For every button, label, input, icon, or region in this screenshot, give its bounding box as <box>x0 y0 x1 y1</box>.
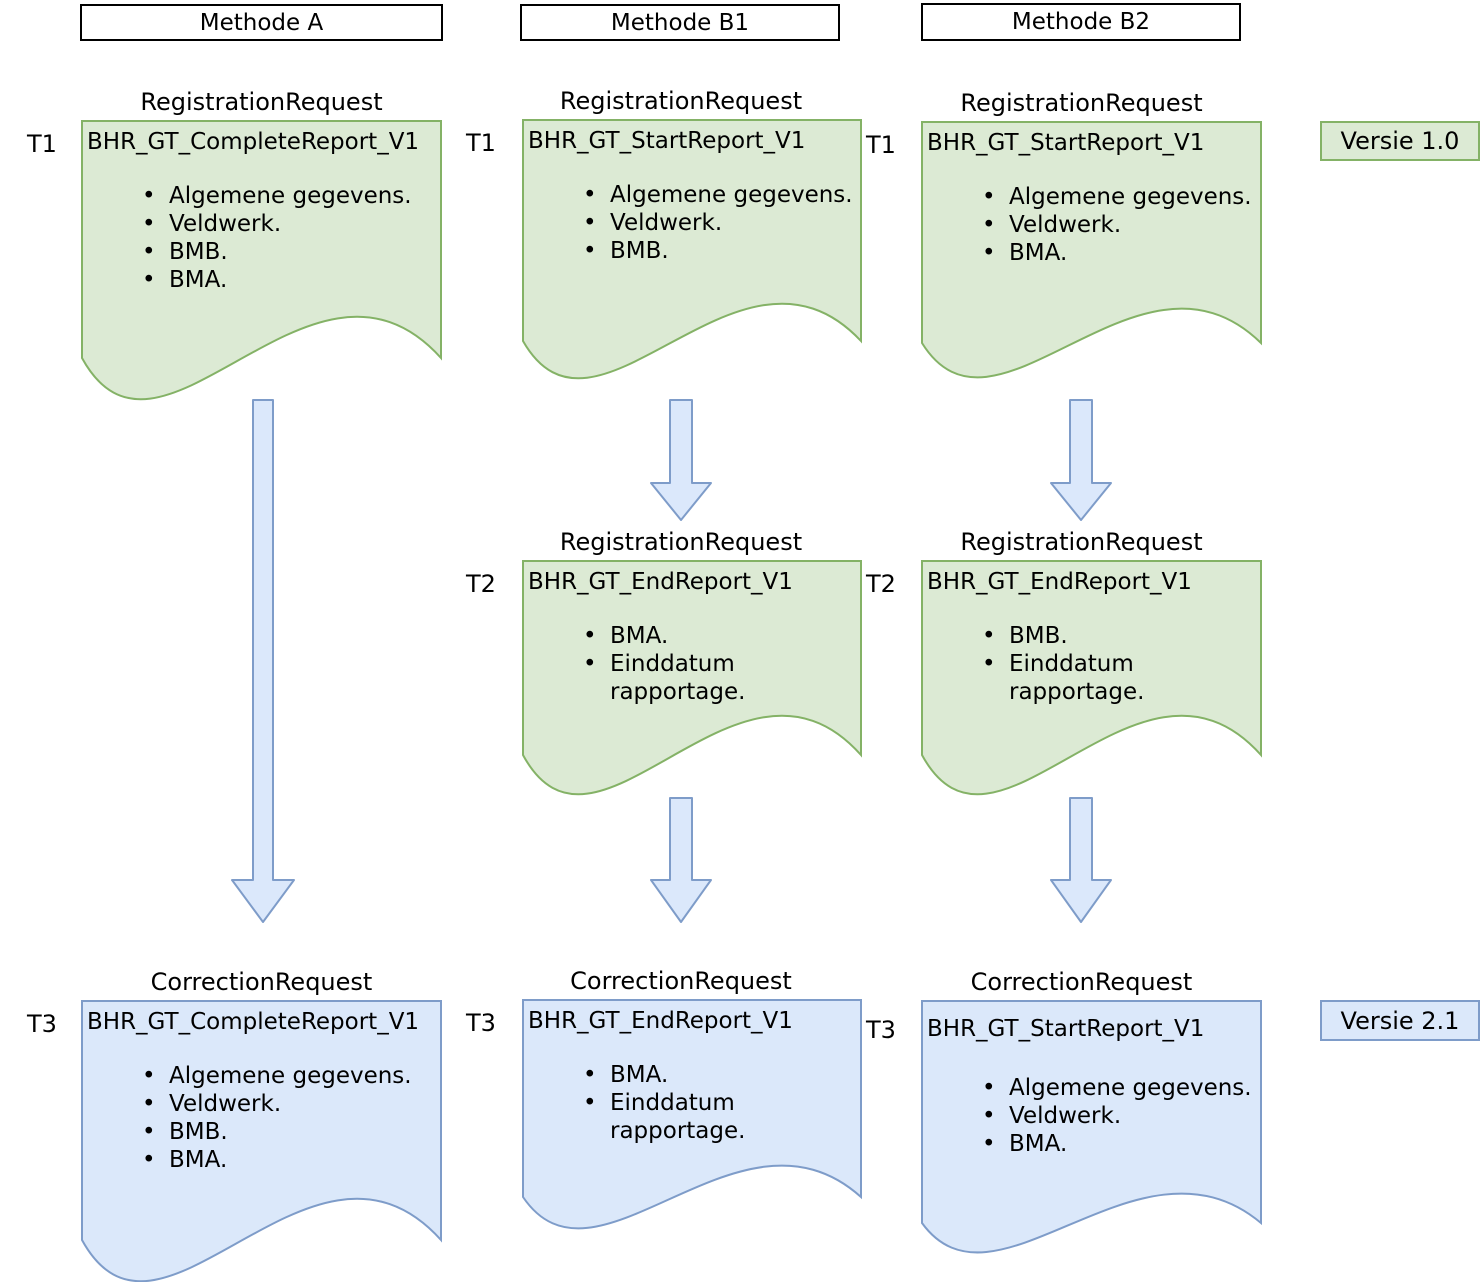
bullet-item: Algemene gegevens. <box>978 183 1252 211</box>
bullet-item: BMB. <box>138 1118 412 1146</box>
flow-arrow-a <box>231 399 295 923</box>
column-header-methode-b2: Methode B2 <box>921 3 1241 41</box>
bullet-item: BMB. <box>579 237 853 265</box>
document-b2-t3: CorrectionRequest T3 BHR_GT_StartReport_… <box>866 968 1262 1257</box>
request-type-label: CorrectionRequest <box>970 968 1193 996</box>
bullet-item: BMA. <box>138 266 412 294</box>
bullet-item: BMB. <box>138 238 412 266</box>
request-type-label: RegistrationRequest <box>559 528 803 556</box>
time-label: T2 <box>466 570 496 598</box>
document-title: BHR_GT_StartReport_V1 <box>927 1016 1205 1042</box>
bullet-item: Einddatum rapportage. <box>579 650 778 706</box>
bullet-item: Veldwerk. <box>978 211 1252 239</box>
bullet-item: Veldwerk. <box>138 210 412 238</box>
version-badge-2-1: Versie 2.1 <box>1320 1000 1480 1041</box>
bullet-item: Veldwerk. <box>138 1090 412 1118</box>
flow-arrow-b1-1 <box>650 399 712 521</box>
time-label: T1 <box>27 130 57 158</box>
bullet-item: BMA. <box>978 1130 1252 1158</box>
document-title: BHR_GT_StartReport_V1 <box>927 130 1205 156</box>
bullet-item: Algemene gegevens. <box>978 1074 1252 1102</box>
flow-arrow-b2-2 <box>1050 797 1112 923</box>
bullet-item: Veldwerk. <box>978 1102 1252 1130</box>
request-type-label: RegistrationRequest <box>960 89 1203 117</box>
document-title: BHR_GT_CompleteReport_V1 <box>87 129 420 155</box>
document-title: BHR_GT_StartReport_V1 <box>528 128 806 154</box>
request-type-label: RegistrationRequest <box>559 87 803 115</box>
document-bullets: Algemene gegevens. Veldwerk. BMA. <box>978 183 1252 267</box>
request-type-label: RegistrationRequest <box>140 88 383 116</box>
bullet-item: BMB. <box>978 622 1177 650</box>
document-b2-t1: RegistrationRequest T1 BHR_GT_StartRepor… <box>866 89 1262 382</box>
time-label: T3 <box>27 1010 57 1038</box>
bullet-item: Einddatum rapportage. <box>579 1089 778 1145</box>
document-a-t1: RegistrationRequest T1 BHR_GT_CompleteRe… <box>27 88 442 404</box>
document-bullets: Algemene gegevens. Veldwerk. BMB. BMA. <box>138 1062 412 1174</box>
document-bullets: BMA. Einddatum rapportage. <box>579 622 778 706</box>
document-b1-t3: CorrectionRequest T3 BHR_GT_EndReport_V1… <box>466 967 862 1233</box>
column-header-methode-a: Methode A <box>80 4 443 41</box>
document-bullets: Algemene gegevens. Veldwerk. BMB. BMA. <box>138 182 412 294</box>
time-label: T2 <box>866 570 896 598</box>
bullet-item: BMA. <box>579 622 778 650</box>
request-type-label: CorrectionRequest <box>150 968 373 996</box>
document-bullets: BMB. Einddatum rapportage. <box>978 622 1177 706</box>
document-bullets: Algemene gegevens. Veldwerk. BMA. <box>978 1074 1252 1158</box>
bullet-item: Einddatum rapportage. <box>978 650 1177 706</box>
time-label: T1 <box>466 129 496 157</box>
document-title: BHR_GT_EndReport_V1 <box>927 569 1192 595</box>
version-badge-1-0: Versie 1.0 <box>1320 121 1480 161</box>
document-b2-t2: RegistrationRequest T2 BHR_GT_EndReport_… <box>866 528 1262 799</box>
request-type-label: CorrectionRequest <box>570 967 792 995</box>
document-title: BHR_GT_CompleteReport_V1 <box>87 1009 420 1035</box>
bullet-item: Veldwerk. <box>579 209 853 237</box>
bullet-item: Algemene gegevens. <box>138 182 412 210</box>
bullet-item: Algemene gegevens. <box>138 1062 412 1090</box>
document-b1-t2: RegistrationRequest T2 BHR_GT_EndReport_… <box>466 528 862 799</box>
document-bullets: Algemene gegevens. Veldwerk. BMB. <box>579 181 853 265</box>
bullet-item: BMA. <box>978 239 1252 267</box>
document-a-t3: CorrectionRequest T3 BHR_GT_CompleteRepo… <box>27 968 442 1282</box>
request-type-label: RegistrationRequest <box>960 528 1203 556</box>
time-label: T3 <box>466 1009 496 1037</box>
document-title: BHR_GT_EndReport_V1 <box>528 569 793 595</box>
document-b1-t1: RegistrationRequest T1 BHR_GT_StartRepor… <box>466 87 862 383</box>
bullet-item: BMA. <box>579 1061 778 1089</box>
bullet-item: BMA. <box>138 1146 412 1174</box>
flow-arrow-b2-1 <box>1050 399 1112 521</box>
flow-arrow-b1-2 <box>650 797 712 923</box>
column-header-methode-b1: Methode B1 <box>520 4 840 41</box>
bullet-item: Algemene gegevens. <box>579 181 853 209</box>
document-title: BHR_GT_EndReport_V1 <box>528 1008 793 1034</box>
time-label: T1 <box>866 131 896 159</box>
document-bullets: BMA. Einddatum rapportage. <box>579 1061 778 1145</box>
time-label: T3 <box>866 1016 896 1044</box>
